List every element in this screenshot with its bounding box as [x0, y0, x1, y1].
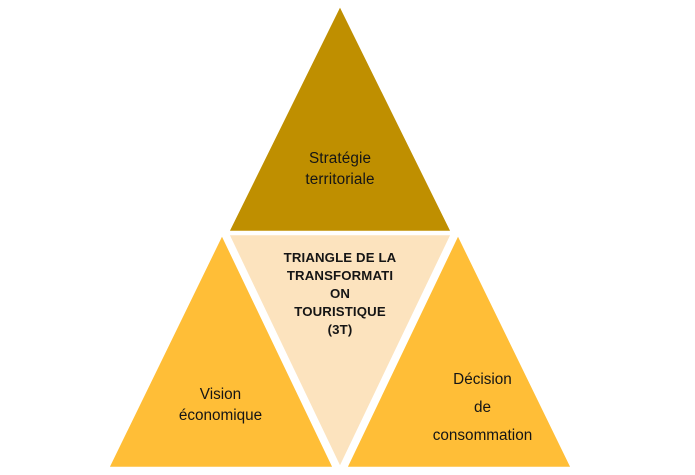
bottom-left-triangle-vision-economique[interactable] [106, 231, 336, 470]
apex-triangle-strategie-territoriale[interactable] [226, 2, 454, 234]
bottom-right-triangle-decision-consommation[interactable] [344, 231, 574, 470]
center-triangle-3t[interactable] [226, 232, 454, 471]
